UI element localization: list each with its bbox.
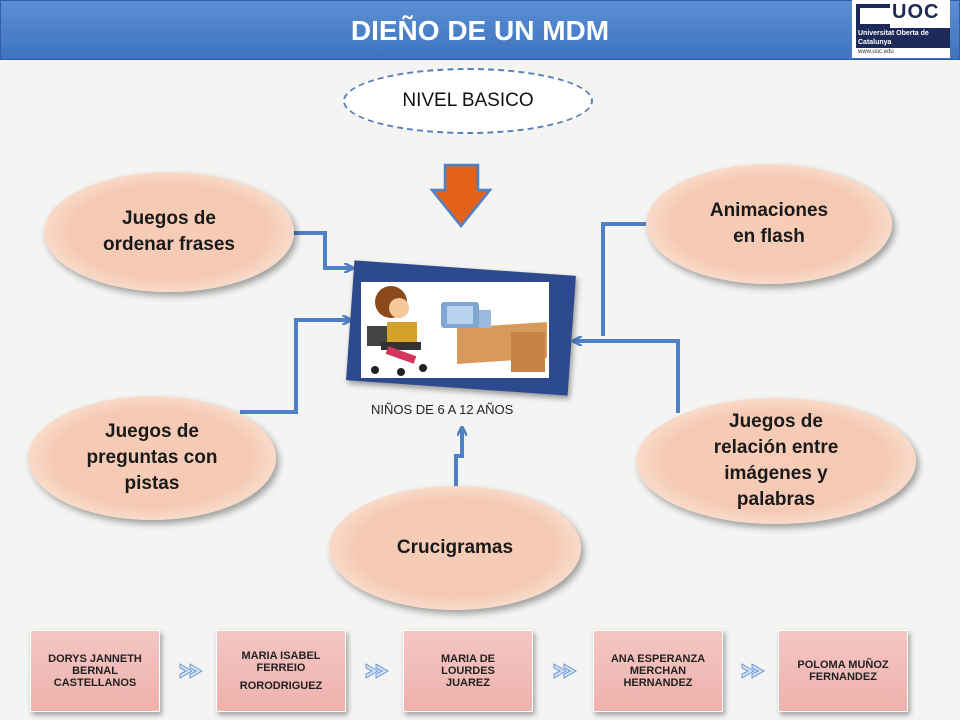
activity-preguntas-pistas: Juegos de preguntas con pistas (28, 396, 276, 520)
chevron-right-icon (741, 663, 765, 679)
logo-url: www.uoc.edu (858, 49, 894, 55)
child-computer-icon (367, 286, 547, 376)
uoc-logo-mark-icon (856, 4, 890, 28)
author-line: MARIA ISABEL (241, 650, 321, 662)
activity-line: imágenes y (724, 463, 828, 484)
author-line: RORODRIGUEZ (239, 680, 323, 692)
connector-preguntas (240, 320, 350, 414)
author-line: JUAREZ (445, 677, 490, 689)
activity-line: Animaciones (709, 200, 829, 221)
chevron-right-icon (553, 663, 577, 679)
down-arrow-icon (429, 163, 493, 228)
author-line: MARIA DE (441, 653, 495, 665)
connector-animaciones (601, 222, 646, 336)
activity-line: preguntas con (86, 447, 218, 468)
author-line: HERNANDEZ (623, 677, 693, 689)
activity-relacion-imagenes: Juegos de relación entre imágenes y palabra… (636, 398, 916, 524)
author-line: LOURDES (441, 665, 495, 677)
connector-ordenar (290, 231, 352, 268)
activity-line: palabras (736, 489, 816, 510)
chevron-right-icon (179, 663, 203, 679)
author-line: BERNAL (72, 665, 118, 677)
author-line: CASTELLANOS (53, 677, 137, 689)
level-label: NIVEL BASICO (402, 90, 534, 111)
author-line: FERNANDEZ (809, 671, 877, 683)
page-title: DIEÑO DE UN MDM (350, 15, 610, 46)
author-line: ANA ESPERANZA (610, 653, 706, 665)
activity-line: relación entre (713, 437, 839, 458)
author-line: FERREIO (256, 662, 306, 674)
title-banner (0, 0, 960, 60)
activity-line: en flash (733, 226, 805, 247)
logo-subtitle: Universitat Oberta de Catalunya (856, 28, 950, 48)
uoc-logo: UOC Universitat Oberta de Catalunya www.… (852, 0, 950, 58)
level-oval: NIVEL BASICO (343, 68, 593, 134)
chevron-right-icon (365, 663, 389, 679)
author-line: DORYS JANNETH (48, 653, 142, 665)
activity-line: Juegos de (105, 421, 199, 442)
author-line: POLOMA MUÑOZ (797, 659, 889, 671)
activity-line: pistas (124, 473, 180, 494)
connector-crucigramas (454, 428, 462, 488)
author-line: MERCHAN (629, 665, 687, 677)
activity-animaciones-flash: Animaciones en flash (646, 164, 892, 284)
activity-line: Crucigramas (396, 537, 514, 558)
activity-crucigramas: Crucigramas (329, 486, 581, 610)
activity-line: ordenar frases (102, 234, 235, 255)
center-caption: NIÑOS DE 6 A 12 AÑOS (371, 402, 514, 417)
child-computer-image (361, 282, 549, 378)
activity-line: Juegos de (729, 411, 823, 432)
connector-relacion (574, 341, 680, 413)
logo-name: UOC (892, 1, 940, 23)
activity-ordenar-frases: Juegos de ordenar frases (44, 172, 294, 292)
activity-line: Juegos de (122, 208, 216, 229)
